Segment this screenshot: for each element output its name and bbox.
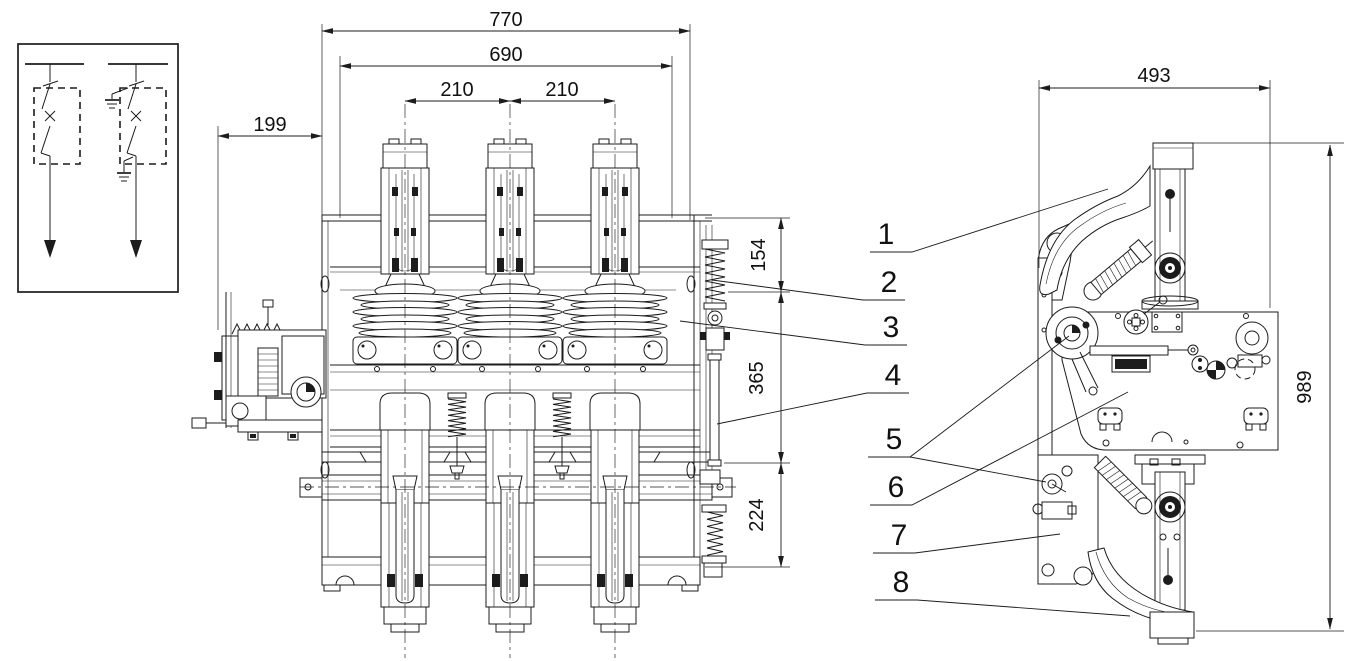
dim-pole-pitch-left: 210: [440, 79, 473, 101]
dim-mechanism-offset: 199: [253, 114, 286, 136]
dim-lower-section-height: 224: [746, 498, 768, 531]
rubber-foot: [1097, 407, 1123, 431]
dimensions: 770 690 210 210 199 154 365 224 493 989: [217, 9, 1344, 632]
part-number-6: 6: [888, 471, 905, 504]
part-number-7: 7: [891, 519, 908, 552]
dim-side-width: 493: [1137, 65, 1170, 87]
dim-side-height: 989: [1294, 370, 1316, 403]
part-number-2: 2: [881, 266, 898, 299]
dim-pole-pitch-right: 210: [545, 79, 578, 101]
symbol-switch-with-earthing: [105, 63, 168, 258]
side-bottom-arm: [1087, 547, 1195, 645]
part-number-8: 8: [893, 566, 910, 599]
centre-lines: [300, 104, 736, 658]
side-upper-spring: [1083, 238, 1154, 301]
side-mechanism-plate: [1045, 295, 1279, 451]
side-view: [1032, 142, 1279, 645]
inset-circuit-symbols: [17, 43, 179, 293]
symbol-switch-unit: [25, 63, 84, 258]
rubber-foot: [1243, 407, 1269, 431]
part-number-4: 4: [885, 359, 902, 392]
part-number-3: 3: [883, 311, 900, 344]
part-number-1: 1: [878, 218, 895, 251]
dim-upper-section-height: 154: [748, 238, 770, 271]
front-right-assembly: [699, 239, 730, 578]
auxiliary-switch: [1032, 465, 1077, 520]
front-view: [191, 104, 736, 658]
dim-middle-section-height: 365: [746, 361, 768, 394]
front-mechanism-box: [191, 292, 327, 441]
side-top-bushing: [1141, 168, 1199, 310]
side-top-arm: [1039, 164, 1151, 296]
part-number-5: 5: [886, 423, 903, 456]
part-labels: 1 2 3 4 5 6 7 8: [679, 188, 1131, 617]
side-lower-bushing: [1093, 454, 1206, 611]
dim-front-frame-width: 690: [489, 44, 522, 66]
dim-front-overall-width: 770: [489, 9, 522, 31]
